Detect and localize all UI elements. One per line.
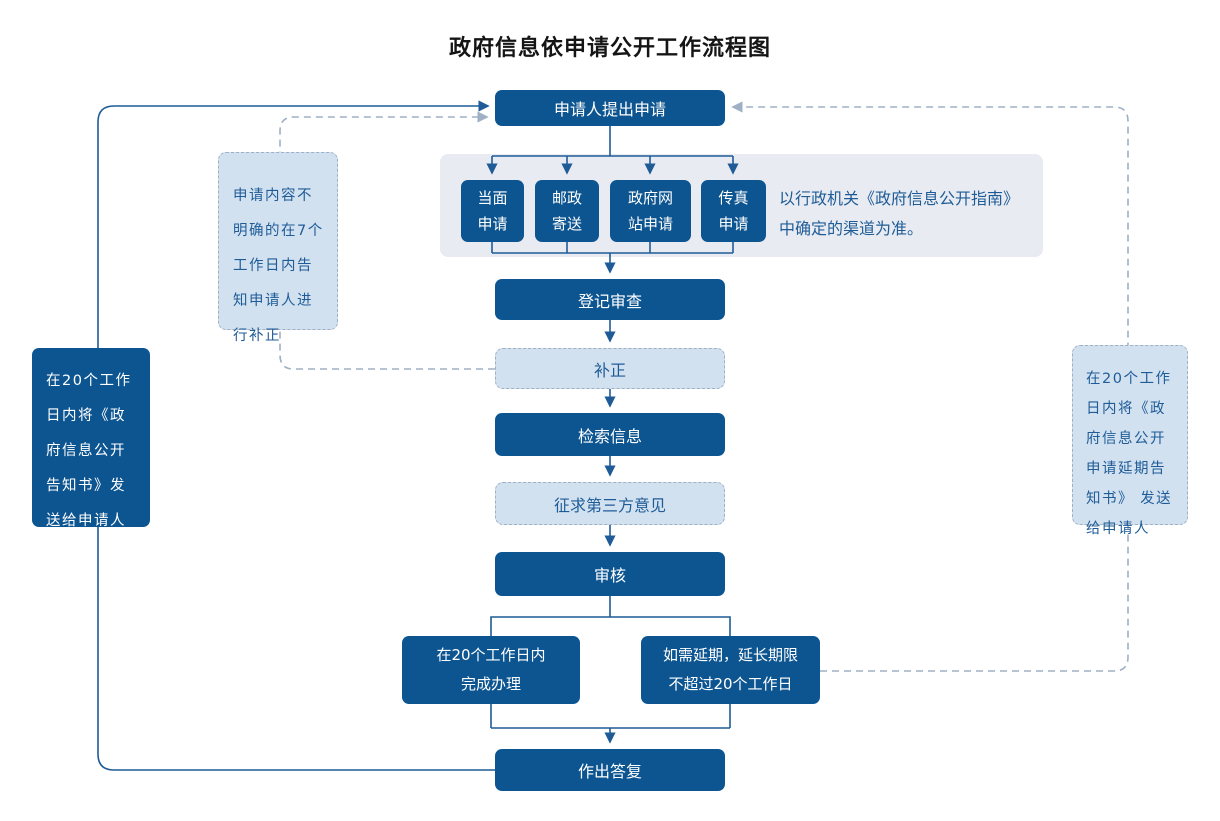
node-channel-fax-label: 传真 申请	[718, 189, 749, 233]
node-search: 检索信息	[495, 413, 725, 456]
node-channel-fax: 传真 申请	[701, 180, 766, 242]
channels-note: 以行政机关《政府信息公开指南》 中确定的渠道为准。	[779, 189, 1020, 238]
node-extend-deadline: 如需延期，延长期限 不超过20个工作日	[641, 636, 820, 704]
side-note-disclosure-notice-label: 在20个工作 日内将《政 府信息公开 告知书》发 送给申请人	[46, 373, 132, 529]
node-channel-mail-label: 邮政 寄送	[551, 189, 582, 233]
node-review: 审核	[495, 552, 725, 596]
page-title: 政府信息依申请公开工作流程图	[448, 36, 771, 61]
node-third-party-label: 征求第三方意见	[553, 495, 666, 515]
node-complete-label: 在20个工作日内 完成办理	[436, 646, 546, 693]
node-supplement: 补正	[495, 348, 725, 389]
node-channel-in-person-label: 当面 申请	[477, 189, 508, 233]
node-supplement-label: 补正	[593, 360, 626, 380]
node-channel-mail: 邮政 寄送	[535, 180, 599, 242]
side-note-disclosure-notice: 在20个工作 日内将《政 府信息公开 告知书》发 送给申请人	[32, 348, 150, 529]
node-apply-label: 申请人提出申请	[553, 100, 666, 119]
side-note-supplement-notice-label: 申请内容不 明确的在7个 工作日内告 知申请人进 行补正	[233, 188, 324, 344]
side-note-supplement-notice: 申请内容不 明确的在7个 工作日内告 知申请人进 行补正	[218, 152, 338, 344]
side-note-extension-notice-label: 在20个工作 日内将《政 府信息公开 申请延期告 知书》 发送 给申请人	[1086, 371, 1173, 537]
node-review-label: 审核	[593, 566, 626, 585]
node-complete-within-20-days: 在20个工作日内 完成办理	[402, 636, 580, 704]
node-extend-label: 如需延期，延长期限 不超过20个工作日	[662, 646, 798, 693]
node-channel-in-person: 当面 申请	[461, 180, 524, 242]
node-register-label: 登记审查	[577, 291, 642, 311]
node-reply-label: 作出答复	[577, 762, 642, 781]
side-note-extension-notice: 在20个工作 日内将《政 府信息公开 申请延期告 知书》 发送 给申请人	[1072, 345, 1188, 537]
node-register: 登记审查	[495, 279, 725, 320]
node-reply: 作出答复	[495, 749, 725, 791]
node-third-party: 征求第三方意见	[495, 482, 725, 525]
node-channel-website-label: 政府网 站申请	[627, 189, 673, 233]
node-search-label: 检索信息	[577, 426, 642, 446]
node-apply: 申请人提出申请	[495, 90, 725, 126]
node-channel-website: 政府网 站申请	[610, 180, 691, 242]
